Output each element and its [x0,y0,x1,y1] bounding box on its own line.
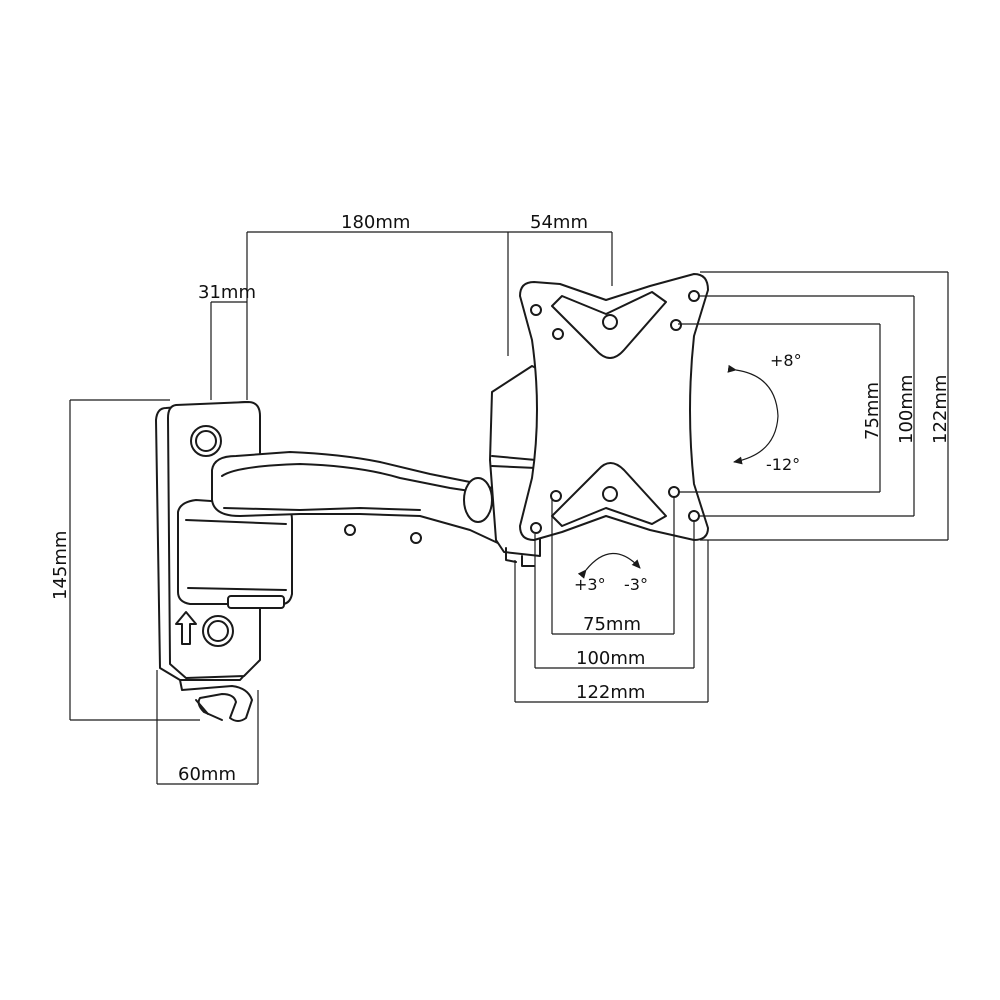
vesa-vertical-122-label: 122mm [930,375,951,444]
arm-reach-label: 180mm [341,212,410,233]
wall-width-label: 60mm [178,764,236,785]
up-arrow-icon [175,611,197,645]
vesa-75-hole-icon [668,486,680,498]
tilt-up-label: +8° [770,351,802,370]
dimension-vesa-vertical-75: 75mm [678,323,883,493]
swivel-right-label: -3° [624,575,648,594]
dimension-wall-depth: 31mm [198,282,256,400]
dimension-wall-height: 145mm [50,399,200,721]
vesa-vertical-100-label: 100mm [896,375,917,444]
vesa-horizontal-122-label: 122mm [576,682,645,703]
lower-mount-hole-icon [202,615,234,647]
dimension-vesa-vertical-122: 122mm [700,271,951,541]
dimension-wall-width: 60mm [156,670,259,785]
vesa-75-hole-icon [670,319,682,331]
tilt-down-label: -12° [766,455,800,474]
wall-depth-label: 31mm [198,282,256,303]
swivel-left-label: +3° [574,575,606,594]
tilt-range-indicator: +8° -12° [727,351,802,474]
plate-offset-label: 54mm [530,212,588,233]
vesa-100-hole-icon [688,290,700,302]
dimension-vesa-horizontal-75: 75mm [551,496,675,635]
wall-pivot-block [177,499,293,609]
vesa-horizontal-75-label: 75mm [583,614,641,635]
dimension-plate-offset: 54mm [508,212,613,286]
dimension-vesa-horizontal-122: 122mm [514,540,709,703]
swing-arm [211,451,509,545]
vesa-vertical-75-label: 75mm [862,382,883,440]
vesa-plate [519,273,709,541]
vesa-75-hole-icon [550,490,562,502]
dimension-vesa-horizontal-100: 100mm [534,522,695,669]
vesa-100-hole-icon [688,510,700,522]
dimension-arm-reach: 180mm [246,212,509,400]
dimension-vesa-vertical-100: 100mm [698,295,917,517]
vesa-horizontal-100-label: 100mm [576,648,645,669]
vesa-100-hole-icon [530,522,542,534]
cable-hook [179,679,253,722]
vesa-75-hole-icon [552,328,564,340]
wall-height-label: 145mm [50,531,71,600]
vesa-100-hole-icon [530,304,542,316]
swivel-range-indicator: +3° -3° [574,552,648,594]
upper-mount-hole-icon [190,425,222,457]
